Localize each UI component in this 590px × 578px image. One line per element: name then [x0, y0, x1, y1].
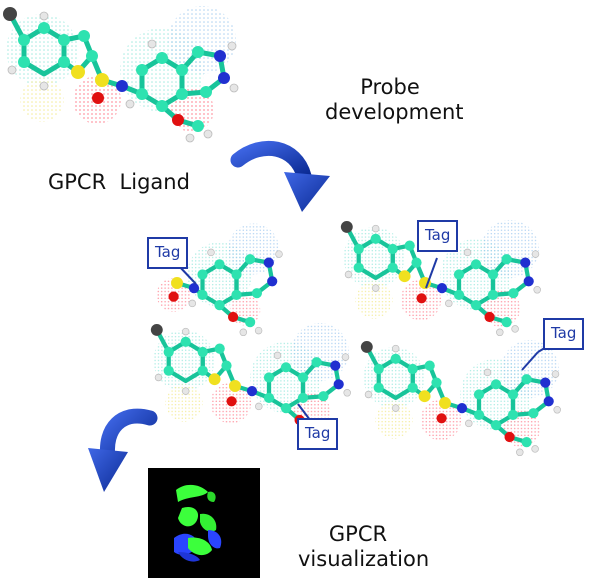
gpcr-visualization-label: GPCR visualization — [298, 522, 430, 572]
cell-fluorescence — [174, 484, 222, 562]
probe-label-line2: development — [325, 100, 464, 125]
probe-label-line1: Probe — [360, 75, 420, 99]
tag-box-2: Tag — [417, 220, 459, 252]
tag-box-4: Tag — [543, 318, 585, 350]
gpcr-microscopy-image — [148, 468, 260, 578]
gpcr-ligand-molecule — [3, 6, 238, 142]
probe-development-label: Probe development — [325, 75, 464, 125]
vis-label-line2: visualization — [298, 547, 430, 572]
curved-arrow-right — [230, 140, 330, 212]
curved-arrow-left — [88, 408, 158, 492]
vis-label-line1: GPCR — [328, 522, 388, 546]
gpcr-ligand-label: GPCR Ligand — [48, 170, 190, 194]
probe-molecule-4 — [361, 340, 561, 456]
tag-box-1: Tag — [147, 237, 189, 269]
tag-box-3: Tag — [297, 418, 339, 450]
